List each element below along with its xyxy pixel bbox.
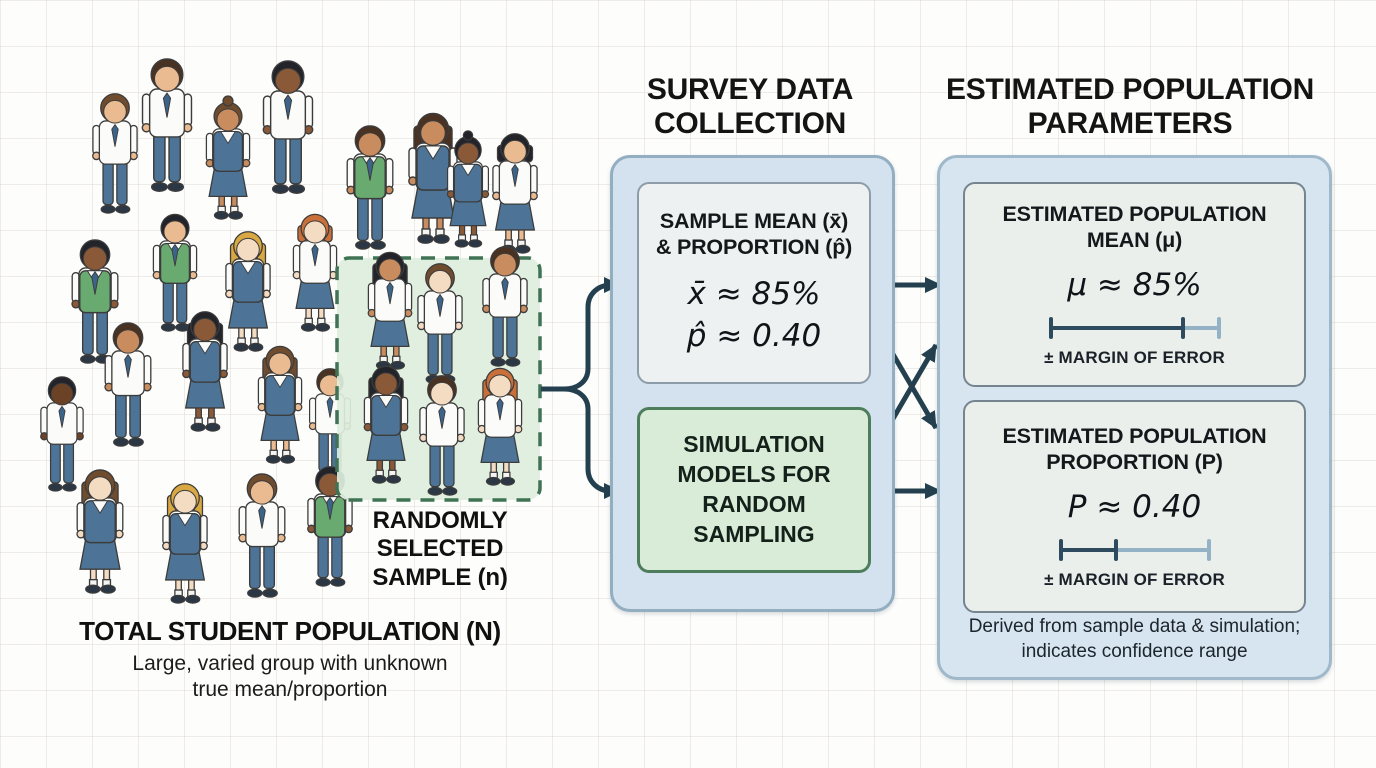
survey-title-line2: COLLECTION [654,106,846,140]
simulation-line4: SAMPLING [693,520,815,547]
sample-caption: RANDOMLY SELECTED SAMPLE (n) [360,507,520,592]
student-figure [141,58,193,192]
estimated-mean-value: μ ≈ 85% [1067,267,1202,304]
proportion-box-heading: ESTIMATED POPULATION PROPORTION (P) [1003,423,1267,475]
arrow-sample-to-simulation [563,386,621,499]
student-figure [346,125,394,250]
population-caption-sub2: true mean/proportion [192,678,388,702]
error-bar-value-segment [1058,548,1117,553]
simulation-line1: SIMULATION [683,431,825,458]
student-figure [238,473,286,598]
mean-margin-label: ± MARGIN OF ERROR [1044,348,1225,368]
student-figure [446,130,490,248]
proportion-margin-label: ± MARGIN OF ERROR [1044,570,1225,590]
sample-caption-line1: RANDOMLY [372,507,508,534]
student-figure [225,231,271,352]
error-bar-left-tick [1058,539,1063,562]
student-figure [417,263,463,384]
student-figure [292,213,338,332]
sample-proportion-value: p̂ ≈ 0.40 [686,318,822,355]
student-figure [363,365,409,484]
sample-students-illustration [363,246,528,496]
population-caption-block: TOTAL STUDENT POPULATION (N) Large, vari… [70,616,510,704]
stats-box-heading: SAMPLE MEAN (x̄) & PROPORTION (p̂) [656,208,852,260]
population-caption-sub1: Large, varied group with unknown [132,652,448,675]
stats-heading-line2: & PROPORTION (p̂) [655,235,853,260]
sample-mean-value: x̄ ≈ 85% [687,276,821,313]
simulation-line3: RANDOM [702,491,806,517]
student-figure [40,376,84,492]
student-figure [92,93,138,214]
error-bar-mid-tick [1180,317,1185,340]
proportion-error-bar [1058,539,1211,562]
student-figure [104,322,152,447]
survey-column-title: SURVEY DATA COLLECTION [600,73,900,141]
student-figure [477,367,523,486]
mean-heading-line2: MEAN (μ) [1086,228,1183,253]
mean-error-bar [1048,317,1221,340]
proportion-heading-line1: ESTIMATED POPULATION [1002,423,1267,448]
sample-statistics-box: SAMPLE MEAN (x̄) & PROPORTION (p̂) x̄ ≈ … [637,182,871,384]
arrow-sample-to-stats [541,277,621,392]
student-figure [257,345,303,464]
estimates-title-line2: PARAMETERS [1027,106,1233,140]
estimates-column-title: ESTIMATED POPULATION PARAMETERS [925,73,1335,141]
student-figure [182,311,228,432]
estimated-parameters-panel: ESTIMATED POPULATION MEAN (μ) μ ≈ 85% ± … [937,155,1332,680]
estimated-proportion-value: P ≈ 0.40 [1067,489,1202,526]
error-bar-value-segment [1048,326,1183,331]
mean-heading-line1: ESTIMATED POPULATION [1002,201,1267,226]
sample-caption-line2: SELECTED [376,535,504,563]
student-figure [419,375,465,496]
simulation-line2: MODELS FOR [677,461,831,488]
estimates-title-line1: ESTIMATED POPULATION [946,73,1314,106]
student-figure [71,239,119,364]
flow-arrows [541,277,942,499]
mean-box-heading: ESTIMATED POPULATION MEAN (μ) [1003,201,1267,253]
error-bar-left-tick [1048,317,1053,340]
student-figure [262,60,314,194]
survey-data-panel: SAMPLE MEAN (x̄) & PROPORTION (p̂) x̄ ≈ … [610,155,895,612]
simulation-models-box: SIMULATION MODELS FOR RANDOM SAMPLING [637,407,871,573]
student-figure [162,483,208,604]
student-figure [152,213,198,332]
error-bar-mid-tick [1114,539,1119,562]
survey-title-line1: SURVEY DATA [646,73,854,106]
estimates-footnote: Derived from sample data & simulation; i… [950,615,1319,664]
error-bar-right-tick [1206,539,1211,562]
estimated-proportion-box: ESTIMATED POPULATION PROPORTION (P) P ≈ … [963,400,1306,613]
footnote-line2: indicates confidence range [1021,640,1248,662]
proportion-heading-line2: PROPORTION (P) [1046,450,1223,475]
population-caption-title: TOTAL STUDENT POPULATION (N) [79,616,501,646]
error-bar-margin-segment [1116,548,1211,553]
error-bar-margin-segment [1182,326,1221,331]
sample-caption-line3: SAMPLE (n) [372,563,508,591]
student-figure [76,469,124,594]
error-bar-right-tick [1216,317,1221,340]
student-figure [492,133,538,254]
estimated-mean-box: ESTIMATED POPULATION MEAN (μ) μ ≈ 85% ± … [963,182,1306,387]
stats-heading-line1: SAMPLE MEAN (x̄) [659,208,849,233]
student-figure [205,95,251,220]
student-figure [482,246,528,367]
footnote-line1: Derived from sample data & simulation; [968,616,1301,638]
